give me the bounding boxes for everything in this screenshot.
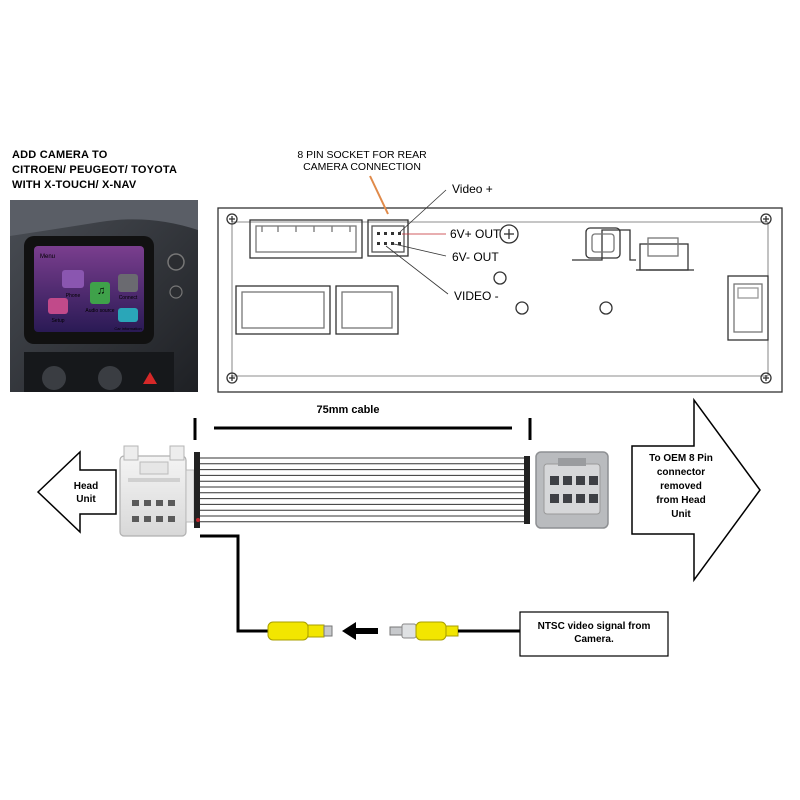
setup-tile-label: Setup [51, 318, 64, 324]
connection-direction-arrow [342, 622, 378, 640]
car-info-tile-label: Car information [114, 326, 141, 331]
audio-tile-label: Audio source [85, 308, 114, 314]
cable-length-label: 75mm cable [317, 404, 380, 416]
socket-pins [377, 232, 401, 245]
wire-ribbon [200, 457, 526, 523]
rca-female-connector [267, 621, 333, 641]
title-line-2: CITROEN/ PEUGEOT/ TOYOTA [12, 164, 178, 176]
title-line-3: WITH X-TOUCH/ X-NAV [12, 179, 137, 191]
video-plus-label: Video + [452, 182, 493, 196]
phone-tile-label: Phone [66, 293, 81, 299]
right-connector [727, 275, 769, 341]
ntsc-label-line-2: Camera. [574, 634, 614, 645]
car-info-tile [118, 308, 138, 322]
red-wire-marker [196, 518, 200, 522]
oem-label-line-4: from Head [656, 495, 705, 506]
dashboard-photo: Menu Phone ♫ Audio source Connect Setup … [10, 200, 198, 392]
head-unit-rear-panel [217, 207, 783, 393]
ribbon-clamp-left [194, 452, 200, 528]
socket-pointer-line [369, 175, 389, 215]
oem-label-line-2: connector [657, 467, 705, 478]
head-unit-label-line-1: Head [74, 481, 98, 492]
socket-label-line-1: 8 PIN SOCKET FOR REAR [297, 149, 427, 161]
lower-connector-a [235, 285, 331, 335]
title-line-1: ADD CAMERA TO [12, 149, 108, 161]
oem-label-line-5: Unit [671, 509, 691, 520]
six-volt-minus-label: 6V- OUT [452, 250, 499, 264]
menu-knob [169, 285, 183, 299]
six-volt-plus-label: 6V+ OUT [450, 227, 501, 241]
hazard-icon [143, 372, 157, 384]
female-plug [119, 445, 195, 537]
aux-connector [639, 243, 689, 271]
rca-male-connector [389, 621, 459, 641]
audio-tile [90, 282, 110, 304]
setup-tile [48, 298, 68, 314]
oem-connector-arrow [631, 397, 761, 583]
pin-leader-lines [385, 189, 449, 295]
video-minus-label: VIDEO - [454, 289, 499, 303]
head-unit-arrow [36, 450, 117, 534]
ntsc-label-line-1: NTSC video signal from [537, 621, 651, 632]
phone-tile [62, 270, 84, 288]
head-unit-label-line-2: Unit [76, 494, 96, 505]
power-knob [167, 253, 185, 271]
music-note-icon: ♫ [97, 285, 105, 297]
oem-label-line-1: To OEM 8 Pin [649, 453, 713, 464]
cable-dimension [193, 418, 532, 440]
ntsc-camera-box [519, 611, 669, 657]
antenna-connector [572, 229, 636, 261]
main-connector [249, 219, 363, 259]
male-plug [535, 451, 609, 529]
oem-label-line-3: removed [660, 481, 702, 492]
diagram-title: ADD CAMERA TO CITROEN/ PEUGEOT/ TOYOTA W… [12, 148, 212, 193]
ntsc-camera-label: NTSC video signal from Camera. [520, 620, 668, 646]
video-branch-wire [200, 534, 268, 633]
connect-tile [118, 274, 138, 292]
screen-menu-label: Menu [40, 254, 55, 260]
screw-icon [226, 213, 772, 384]
ribbon-clamp-right [524, 456, 530, 524]
lower-connector-b [335, 285, 399, 335]
connect-tile-label: Connect [119, 295, 138, 301]
socket-label-line-2: CAMERA CONNECTION [303, 161, 421, 173]
eight-pin-socket [367, 219, 409, 257]
